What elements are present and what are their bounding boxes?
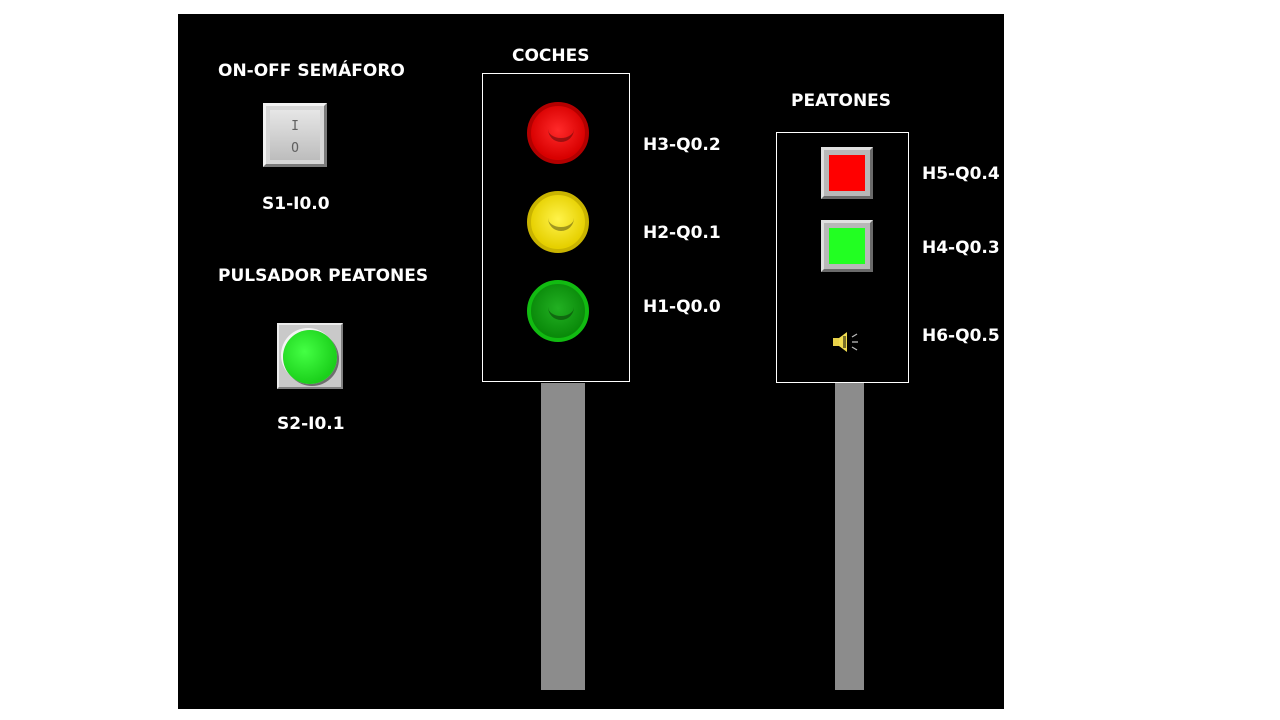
onoff-switch[interactable]: I O bbox=[263, 103, 327, 167]
ped-green-lamp-fill bbox=[829, 228, 865, 264]
onoff-title: ON-OFF SEMÁFORO bbox=[218, 61, 405, 81]
car-green-lamp bbox=[527, 280, 589, 342]
pushbutton-cap bbox=[283, 330, 337, 384]
ped-red-tag: H5-Q0.4 bbox=[922, 164, 1000, 184]
car-light-title: COCHES bbox=[512, 46, 590, 66]
car-light-pole bbox=[541, 383, 585, 690]
ped-light-title: PEATONES bbox=[791, 91, 892, 111]
switch-rocker: I O bbox=[270, 110, 320, 160]
car-traffic-light bbox=[482, 73, 630, 382]
ped-green-lamp bbox=[821, 220, 873, 272]
switch-off-glyph: O bbox=[291, 141, 299, 156]
pedestrian-traffic-light bbox=[776, 132, 909, 383]
buzzer-tag: H6-Q0.5 bbox=[922, 326, 1000, 346]
onoff-tag: S1-I0.0 bbox=[262, 194, 330, 214]
car-yellow-tag: H2-Q0.1 bbox=[643, 223, 721, 243]
speaker-icon bbox=[833, 332, 858, 352]
car-red-lamp bbox=[527, 102, 589, 164]
ped-light-pole bbox=[835, 383, 864, 690]
car-red-tag: H3-Q0.2 bbox=[643, 135, 721, 155]
switch-on-glyph: I bbox=[291, 119, 299, 134]
ped-red-lamp-fill bbox=[829, 155, 865, 191]
ped-green-tag: H4-Q0.3 bbox=[922, 238, 1000, 258]
ped-red-lamp bbox=[821, 147, 873, 199]
car-yellow-lamp bbox=[527, 191, 589, 253]
pushbutton-tag: S2-I0.1 bbox=[277, 414, 345, 434]
car-green-tag: H1-Q0.0 bbox=[643, 297, 721, 317]
pedestrian-pushbutton[interactable] bbox=[277, 323, 343, 389]
pushbutton-title: PULSADOR PEATONES bbox=[218, 266, 429, 286]
